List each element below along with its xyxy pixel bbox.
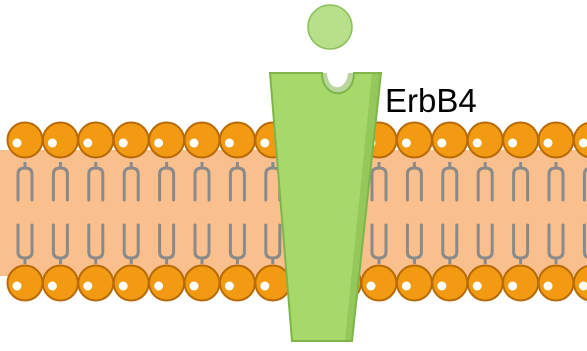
lipid-head: [255, 266, 290, 301]
lipid-head: [539, 123, 574, 158]
lipid-head: [43, 266, 78, 301]
lipid-head: [468, 266, 503, 301]
lipid-head: [432, 123, 467, 158]
receptor-label: ErbB4: [385, 82, 477, 119]
lipid-head: [78, 123, 113, 158]
lipid-head: [397, 266, 432, 301]
lipid-head: [220, 266, 255, 301]
lipid-head: [397, 123, 432, 158]
lipid-head: [149, 266, 184, 301]
lipid-head: [432, 266, 467, 301]
lipid-head: [114, 266, 149, 301]
ligand-circle: [308, 5, 352, 49]
lipid-head: [149, 123, 184, 158]
lipid-head: [8, 266, 43, 301]
lipid-head: [539, 266, 574, 301]
lipid-head: [503, 266, 538, 301]
lipid-head: [220, 123, 255, 158]
lipid-head: [185, 266, 220, 301]
lipid-head: [43, 123, 78, 158]
lipid-head: [362, 266, 397, 301]
erbb4-receptor: [270, 73, 381, 341]
lipid-head: [114, 123, 149, 158]
lipid-head: [468, 123, 503, 158]
lipid-head: [503, 123, 538, 158]
lipid-head: [8, 123, 43, 158]
lipid-head: [185, 123, 220, 158]
lipid-head: [78, 266, 113, 301]
